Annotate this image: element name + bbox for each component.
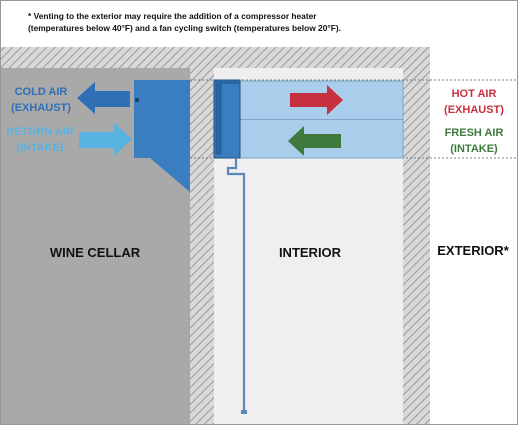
hot-air-title: HOT AIR — [451, 88, 497, 100]
fresh-air-title: FRESH AIR — [444, 127, 504, 139]
return-air-label: RETURN AIR (INTAKE) — [0, 124, 80, 156]
interior-label: INTERIOR — [278, 245, 342, 260]
drain-end — [241, 410, 247, 414]
fresh-air-label: FRESH AIR (INTAKE) — [434, 125, 514, 157]
cooling-unit — [134, 80, 190, 158]
return-air-title: RETURN AIR — [6, 126, 74, 138]
cold-air-subtitle: (EXHAUST) — [11, 102, 71, 114]
exterior-label: EXTERIOR* — [437, 243, 509, 258]
wall-interior-exterior — [403, 68, 430, 425]
venting-note: * Venting to the exterior may require th… — [28, 10, 428, 34]
cold-air-title: COLD AIR — [14, 86, 68, 98]
hot-air-subtitle: (EXHAUST) — [444, 104, 504, 116]
wall-top — [0, 47, 430, 68]
note-line-2: (temperatures below 40°F) and a fan cycl… — [28, 23, 341, 33]
return-air-subtitle: (INTAKE) — [16, 142, 64, 154]
note-line-1: * Venting to the exterior may require th… — [28, 11, 317, 21]
drain-pipe — [226, 158, 246, 412]
cold-air-label: COLD AIR (EXHAUST) — [2, 84, 80, 116]
hot-air-arrow — [290, 85, 343, 115]
return-air-arrow — [79, 123, 132, 156]
housing-face — [215, 83, 222, 155]
hot-air-label: HOT AIR (EXHAUST) — [434, 86, 514, 118]
housing-cap — [215, 81, 239, 84]
fresh-air-subtitle: (INTAKE) — [450, 143, 498, 155]
fresh-air-arrow — [288, 126, 341, 156]
unit-drip-tray — [150, 158, 190, 192]
wall-cellar-interior — [190, 68, 214, 425]
unit-port — [135, 98, 139, 102]
cold-air-arrow — [77, 82, 130, 114]
wine-cellar-label: WINE CELLAR — [49, 245, 141, 260]
